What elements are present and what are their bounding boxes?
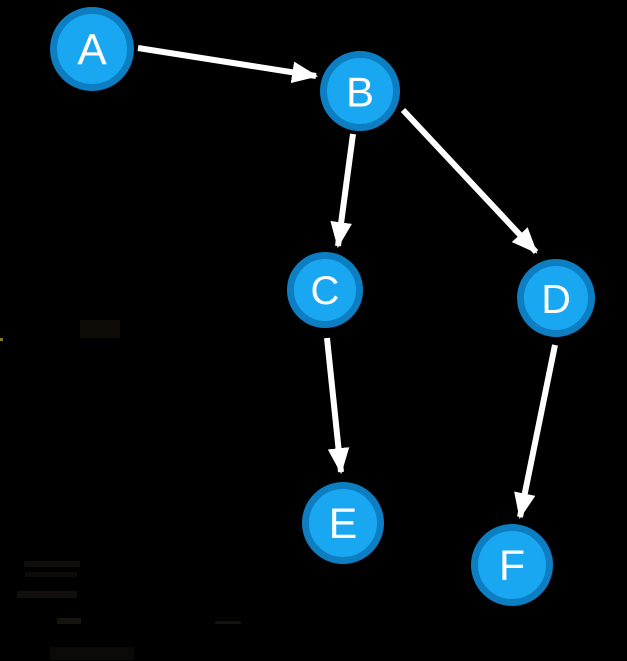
- edge-B-C: [330, 133, 356, 249]
- node-F[interactable]: F: [471, 524, 553, 606]
- node-circle-D[interactable]: [517, 259, 595, 337]
- node-circle-A[interactable]: [50, 7, 134, 91]
- edge-C-E: [324, 337, 350, 475]
- node-B[interactable]: B: [320, 51, 400, 131]
- node-C[interactable]: C: [287, 252, 363, 328]
- node-E[interactable]: E: [302, 482, 384, 564]
- node-circle-C[interactable]: [287, 252, 363, 328]
- node-circle-E[interactable]: [302, 482, 384, 564]
- node-circle-B[interactable]: [320, 51, 400, 131]
- edge-B-D: [400, 107, 539, 255]
- edges-layer: [137, 45, 558, 520]
- edge-D-F: [514, 344, 558, 520]
- node-D[interactable]: D: [517, 259, 595, 337]
- node-circle-F[interactable]: [471, 524, 553, 606]
- nodes-layer: A B C D E F: [50, 7, 595, 606]
- edge-A-B: [137, 45, 319, 83]
- node-A[interactable]: A: [50, 7, 134, 91]
